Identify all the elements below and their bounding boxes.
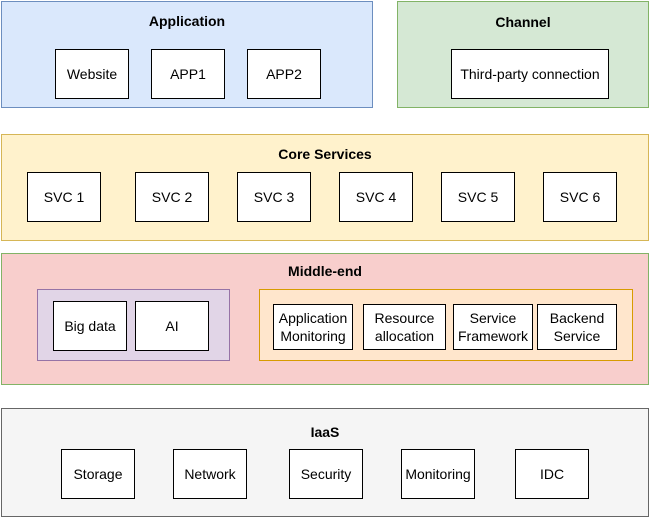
resource-allocation-label: Resource allocation [374,310,435,344]
service-framework-label: Service Framework [457,310,528,344]
big-data-box: Big data [53,301,127,351]
data-ai-group: Big data AI [37,289,230,361]
application-monitoring-box: Application Monitoring [273,304,353,350]
app1-box: APP1 [151,49,225,99]
monitoring-box: Monitoring [401,449,475,499]
svc-3-box: SVC 3 [237,172,311,222]
core-services-layer: Core Services SVC 1 SVC 2 SVC 3 SVC 4 SV… [1,134,649,241]
svc-5-box: SVC 5 [441,172,515,222]
channel-layer: Channel Third-party connection [397,1,649,108]
application-monitoring-label: Application Monitoring [278,310,348,344]
channel-layer-title: Channel [495,14,551,30]
svc-6-box: SVC 6 [543,172,617,222]
storage-box: Storage [61,449,135,499]
third-party-connection-box: Third-party connection [451,49,609,99]
idc-box: IDC [515,449,589,499]
backend-service-label: Backend Service [549,310,605,344]
core-services-layer-title: Core Services [278,146,372,162]
middle-end-layer: Middle-end Big data AI Application Monit… [1,253,649,385]
resource-allocation-box: Resource allocation [363,304,446,350]
security-box: Security [289,449,363,499]
svc-4-box: SVC 4 [339,172,413,222]
middle-end-layer-title: Middle-end [288,263,362,279]
svc-1-box: SVC 1 [27,172,101,222]
backend-service-box: Backend Service [537,304,617,350]
app2-box: APP2 [247,49,321,99]
svc-2-box: SVC 2 [135,172,209,222]
platform-services-group: Application Monitoring Resource allocati… [259,289,633,361]
website-box: Website [55,49,129,99]
ai-box: AI [135,301,209,351]
network-box: Network [173,449,247,499]
iaas-layer-title: IaaS [310,424,340,440]
application-layer-title: Application [148,13,226,29]
application-layer: Application Website APP1 APP2 [1,1,373,108]
service-framework-box: Service Framework [453,304,533,350]
iaas-layer: IaaS Storage Network Security Monitoring… [1,408,649,517]
